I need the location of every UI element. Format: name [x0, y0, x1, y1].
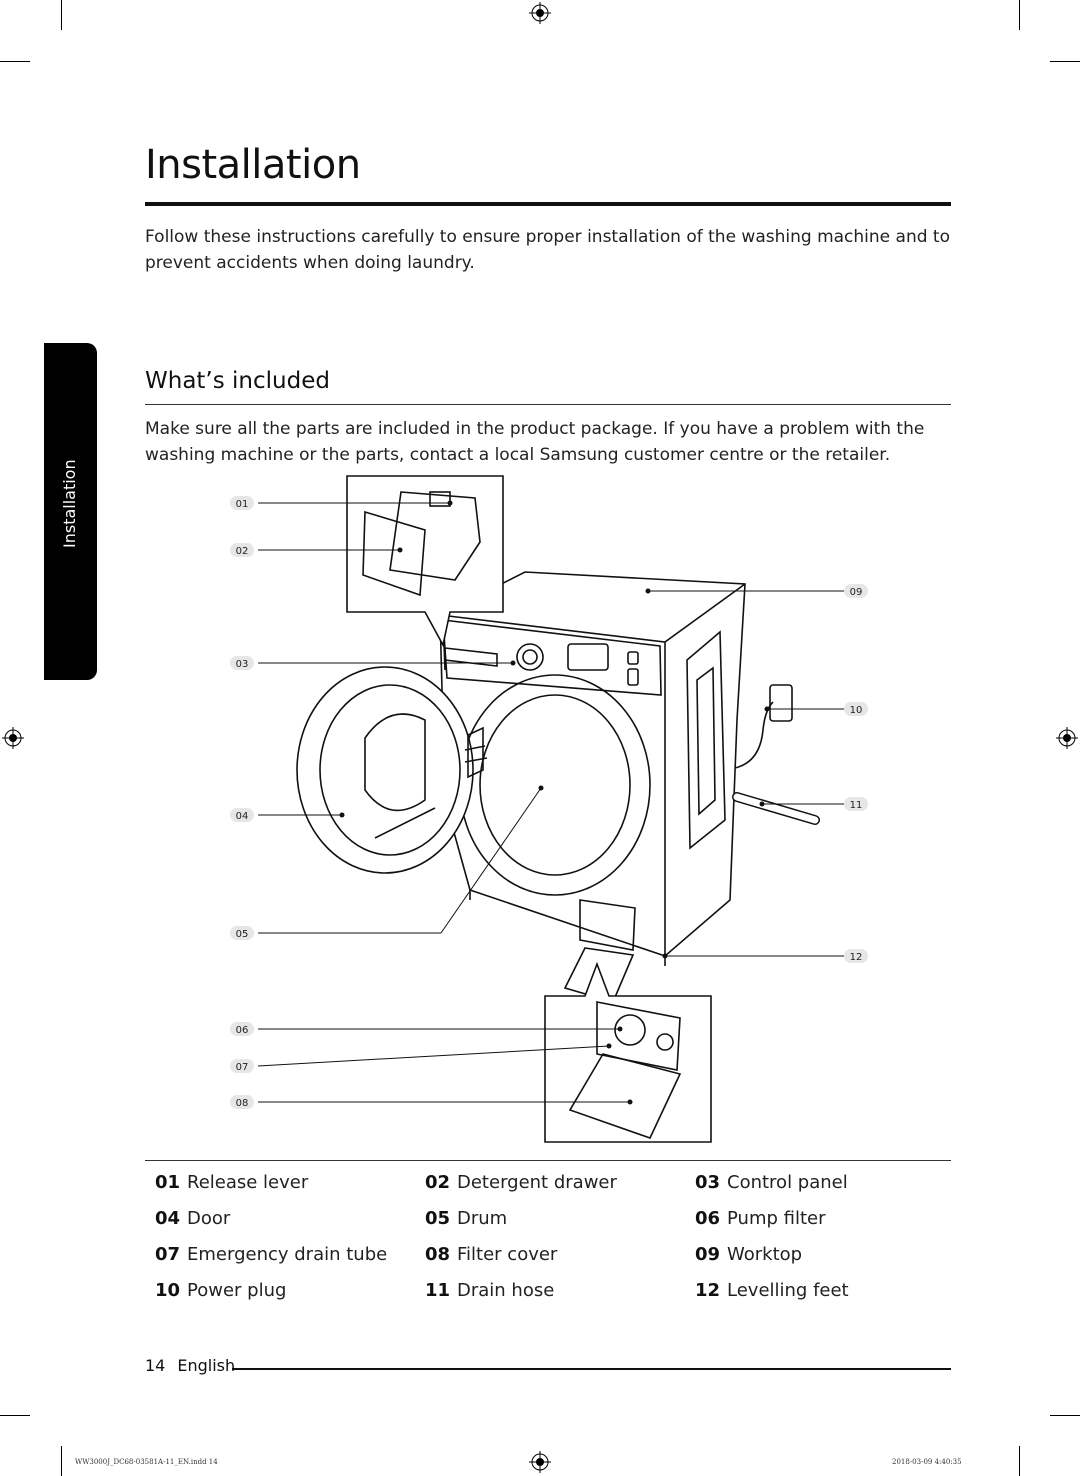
part-label: Emergency drain tube	[187, 1244, 388, 1265]
crop-mark	[61, 0, 62, 30]
list-item: 01 Release lever	[155, 1170, 425, 1196]
svg-text:06: 06	[236, 1025, 249, 1036]
part-number: 11	[425, 1280, 451, 1301]
side-tab-label: Installation	[60, 459, 79, 548]
part-number: 06	[695, 1208, 721, 1229]
crop-mark	[0, 1415, 30, 1416]
part-label: Worktop	[727, 1244, 803, 1265]
section-description: Make sure all the parts are included in …	[145, 419, 925, 465]
svg-text:10: 10	[850, 705, 863, 716]
intro-paragraph: Follow these instructions carefully to e…	[145, 227, 950, 273]
crop-mark	[1050, 1415, 1080, 1416]
callout-05: 05	[230, 926, 254, 940]
part-label: Detergent drawer	[457, 1172, 617, 1193]
part-label: Pump filter	[727, 1208, 826, 1229]
crop-mark	[1019, 0, 1020, 30]
page-number: 14	[145, 1356, 166, 1375]
svg-text:09: 09	[850, 587, 863, 598]
washing-machine-diagram: 01 02 03 04 05 06 07 08 09 10 11 12	[230, 475, 868, 1143]
callout-leaders	[257, 502, 844, 1103]
callout-11: 11	[844, 797, 868, 811]
svg-text:02: 02	[236, 546, 249, 557]
callout-badges: 01 02 03 04 05 06 07 08 09 10 11 12	[230, 496, 868, 1109]
callout-12: 12	[844, 949, 868, 963]
page-title: Installation	[145, 142, 361, 188]
part-label: Power plug	[187, 1280, 287, 1301]
list-item: 07 Emergency drain tube	[155, 1242, 425, 1268]
part-label: Levelling feet	[727, 1280, 849, 1301]
page-footer: 14 English	[145, 1356, 235, 1375]
svg-text:07: 07	[236, 1062, 249, 1073]
callout-04: 04	[230, 808, 254, 822]
svg-text:04: 04	[236, 811, 249, 822]
registration-mark-icon	[1056, 727, 1078, 749]
part-number: 08	[425, 1244, 451, 1265]
callout-03: 03	[230, 656, 254, 670]
part-number: 02	[425, 1172, 451, 1193]
callout-09: 09	[844, 584, 868, 598]
svg-text:01: 01	[236, 499, 249, 510]
list-item: 03 Control panel	[695, 1170, 955, 1196]
slug-timestamp: 2018-03-09 4:40:35	[892, 1458, 962, 1466]
part-label: Drain hose	[457, 1280, 555, 1301]
footer-language: English	[177, 1356, 236, 1375]
callout-01: 01	[230, 496, 254, 510]
part-number: 03	[695, 1172, 721, 1193]
registration-mark-icon	[2, 727, 24, 749]
callout-10: 10	[844, 702, 868, 716]
part-label: Control panel	[727, 1172, 848, 1193]
part-number: 04	[155, 1208, 181, 1229]
slug-filename: WW3000J_DC68-03581A-11_EN.indd 14	[75, 1458, 218, 1466]
crop-mark	[0, 61, 30, 62]
callout-06: 06	[230, 1022, 254, 1036]
crop-mark	[1050, 61, 1080, 62]
section-rule	[145, 404, 951, 405]
svg-text:12: 12	[850, 952, 863, 963]
part-label: Filter cover	[457, 1244, 558, 1265]
part-label: Door	[187, 1208, 231, 1229]
list-item: 12 Levelling feet	[695, 1278, 955, 1304]
registration-mark-icon	[529, 2, 551, 24]
callout-dots	[339, 500, 770, 1105]
crop-mark	[1019, 1446, 1020, 1476]
crop-mark	[61, 1446, 62, 1476]
svg-text:05: 05	[236, 929, 249, 940]
list-item: 02 Detergent drawer	[425, 1170, 695, 1196]
callout-07: 07	[230, 1059, 254, 1073]
washing-machine-illustration	[296, 571, 820, 1003]
part-label: Drum	[457, 1208, 508, 1229]
detergent-drawer-inset	[346, 475, 504, 648]
list-item: 04 Door	[155, 1206, 425, 1232]
list-item: 09 Worktop	[695, 1242, 955, 1268]
list-item: 08 Filter cover	[425, 1242, 695, 1268]
title-rule	[145, 202, 951, 206]
list-item: 11 Drain hose	[425, 1278, 695, 1304]
part-label: Release lever	[187, 1172, 309, 1193]
part-number: 05	[425, 1208, 451, 1229]
callout-08: 08	[230, 1095, 254, 1109]
svg-text:03: 03	[236, 659, 249, 670]
list-item: 10 Power plug	[155, 1278, 425, 1304]
section-title: What’s included	[145, 368, 330, 394]
part-number: 09	[695, 1244, 721, 1265]
svg-text:11: 11	[850, 800, 863, 811]
part-number: 10	[155, 1280, 181, 1301]
parts-rule	[145, 1160, 951, 1161]
part-number: 01	[155, 1172, 181, 1193]
parts-list: 01 Release lever 02 Detergent drawer 03 Con…	[155, 1170, 955, 1304]
footer-rule	[232, 1368, 951, 1370]
list-item: 05 Drum	[425, 1206, 695, 1232]
registration-mark-icon	[529, 1451, 551, 1473]
part-number: 12	[695, 1280, 721, 1301]
part-number: 07	[155, 1244, 181, 1265]
list-item: 06 Pump filter	[695, 1206, 955, 1232]
section-side-tab[interactable]: Installation	[44, 343, 97, 680]
pump-filter-inset	[544, 961, 712, 1143]
callout-02: 02	[230, 543, 254, 557]
svg-text:08: 08	[236, 1098, 249, 1109]
